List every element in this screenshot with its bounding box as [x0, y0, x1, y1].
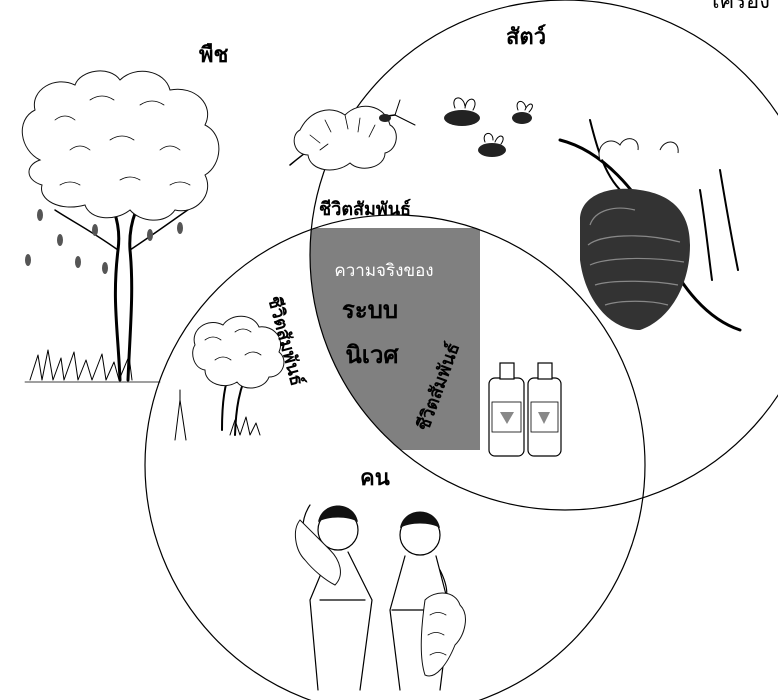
human-circle [144, 214, 646, 700]
plant-label: พืช [199, 43, 229, 68]
two-farmers-illustration [294, 504, 466, 691]
center-line-2: ระบบ [342, 296, 398, 324]
human-label: คน [360, 466, 390, 491]
center-line-1: ความจริงของ [334, 261, 433, 281]
top-right-cut-text: เครื่อง [712, 0, 770, 14]
animal-label: สัตว์ [506, 24, 546, 50]
honey-bottles-illustration [488, 362, 562, 457]
bees-illustration [379, 97, 533, 157]
small-tree-illustration [174, 315, 285, 441]
center-line-3: นิเวศ [345, 341, 399, 369]
relationship-plant-animal: ชีวิตสัมพันธ์ [319, 198, 411, 220]
mango-tree-illustration [21, 70, 220, 383]
flowering-branch-illustration [289, 99, 416, 171]
animal-circle [309, 0, 778, 511]
honeycomb-nest-illustration [558, 119, 742, 332]
